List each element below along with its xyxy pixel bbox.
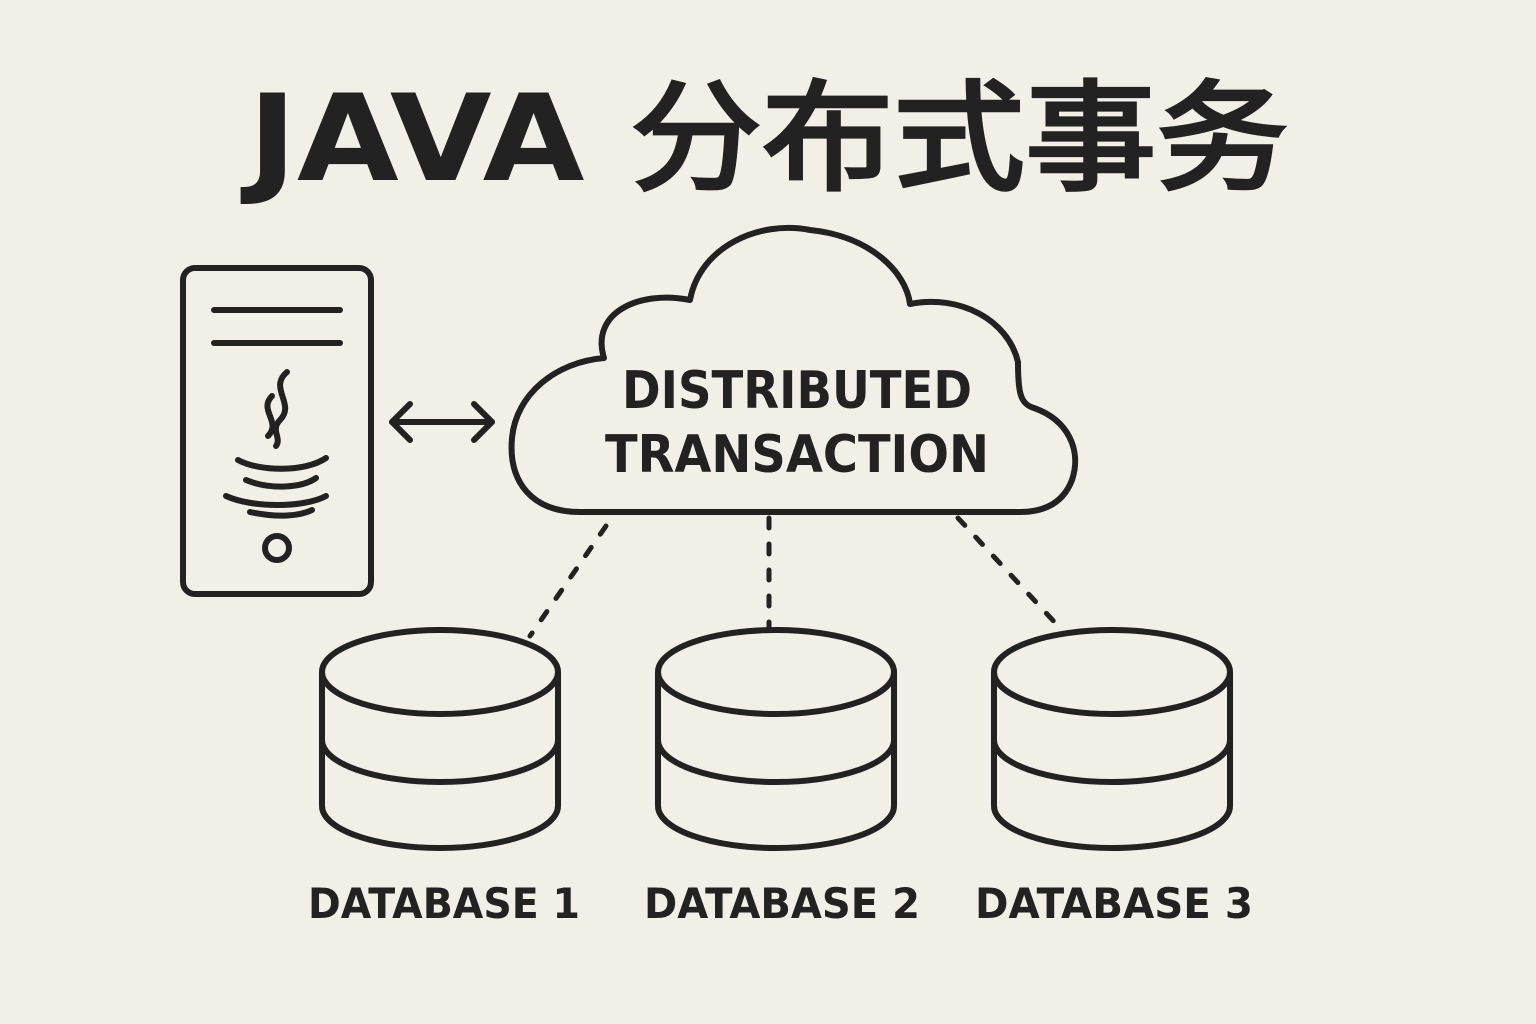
database-2-icon <box>655 627 897 851</box>
page-title: JAVA 分布式事务 <box>240 70 1288 209</box>
database-1-icon <box>319 627 561 851</box>
server-icon <box>180 265 374 597</box>
double-arrow-icon <box>389 401 495 443</box>
connector-database-3 <box>955 515 1063 631</box>
database-1-label: DATABASE 1 <box>308 879 580 928</box>
cloud-icon: DISTRIBUTED TRANSACTION <box>508 224 1079 515</box>
connector-database-1 <box>527 523 609 639</box>
database-3-icon <box>991 627 1233 851</box>
java-coffee-cup-icon <box>223 369 329 519</box>
cloud-label-line1: DISTRIBUTED <box>622 361 972 421</box>
database-2-label: DATABASE 2 <box>644 879 920 928</box>
cloud-label-line2: TRANSACTION <box>605 425 989 485</box>
database-3-label: DATABASE 3 <box>975 879 1253 928</box>
